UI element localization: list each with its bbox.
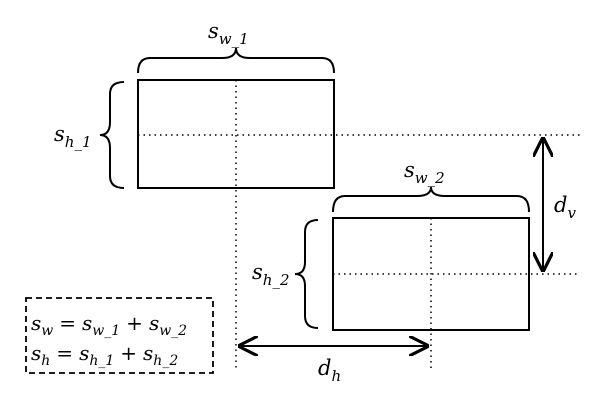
label-sw2: sw_2 [404,158,445,187]
label-dh: dh [318,356,341,385]
formula-width: sw=sw_1+sw_2 [31,311,187,339]
label-sh2: sh_2 [252,260,290,289]
brace-width-1 [137,47,335,74]
formula-box [25,297,214,374]
brace-height-1 [99,81,125,189]
rectangle-1 [137,79,335,189]
label-sw1: sw_1 [208,19,249,48]
formula-height: sh=sh_1+sh_2 [31,341,178,369]
label-sh1: sh_1 [54,122,92,151]
brace-width-2 [332,186,530,213]
label-dv: dv [554,193,576,222]
brace-height-2 [294,219,319,329]
